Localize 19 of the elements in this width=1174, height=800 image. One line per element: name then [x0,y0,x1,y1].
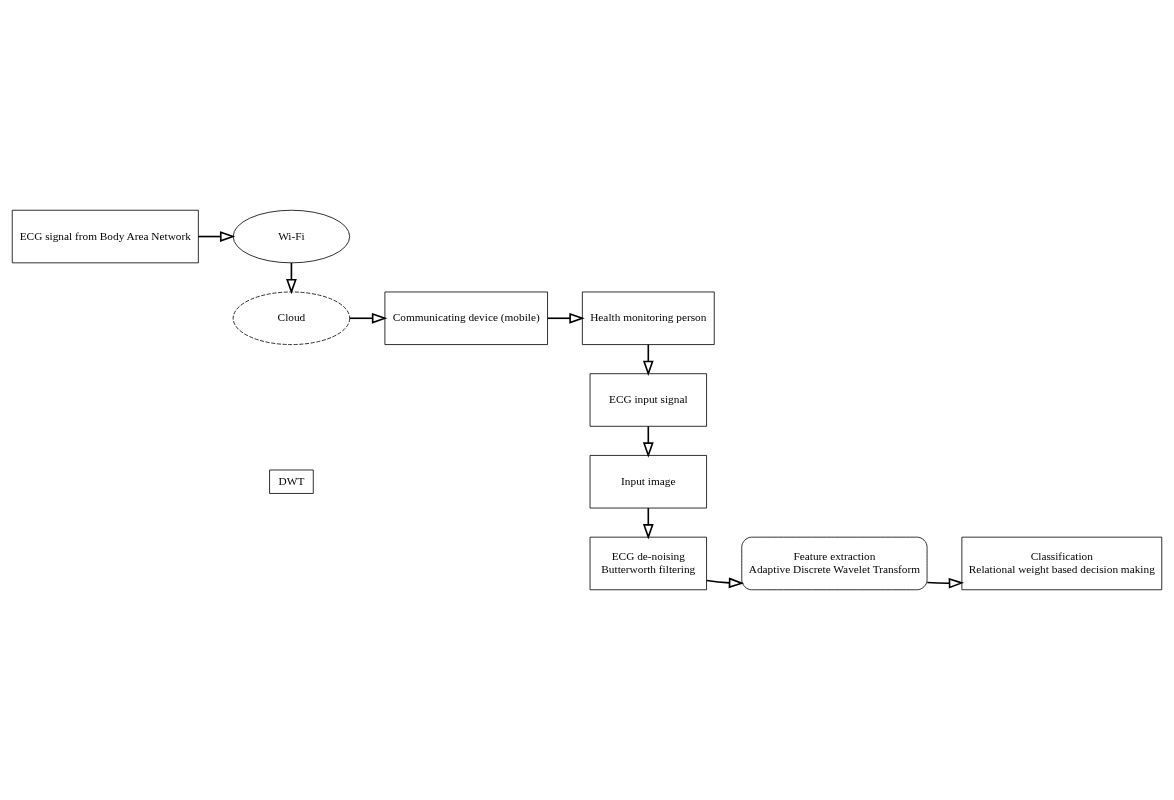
node-ellipse: Wi-Fi [232,209,351,264]
node-box: Communicating device (mobile) [384,291,548,345]
arrow [926,577,965,589]
node-box: ECG de-noising Butterworth filtering [589,536,707,591]
arrow [197,231,236,242]
arrow [546,312,585,324]
node-box: Input image [589,455,707,509]
arrow [642,425,654,458]
node-box: ECG signal from Body Area Network [11,209,199,264]
arrow [642,507,654,540]
node-box: ECG input signal [589,373,707,427]
node-box: Health monitoring person [581,291,715,345]
node-box: Feature extraction Adaptive Discrete Wavelet Transform [741,536,928,591]
node-ellipse: Cloud [232,291,351,345]
arrow [706,577,745,589]
arrow [349,312,388,324]
node-box: Classification Relational weight based decision making [961,536,1163,591]
arrow [642,343,654,377]
node-box: DWT [269,469,314,494]
